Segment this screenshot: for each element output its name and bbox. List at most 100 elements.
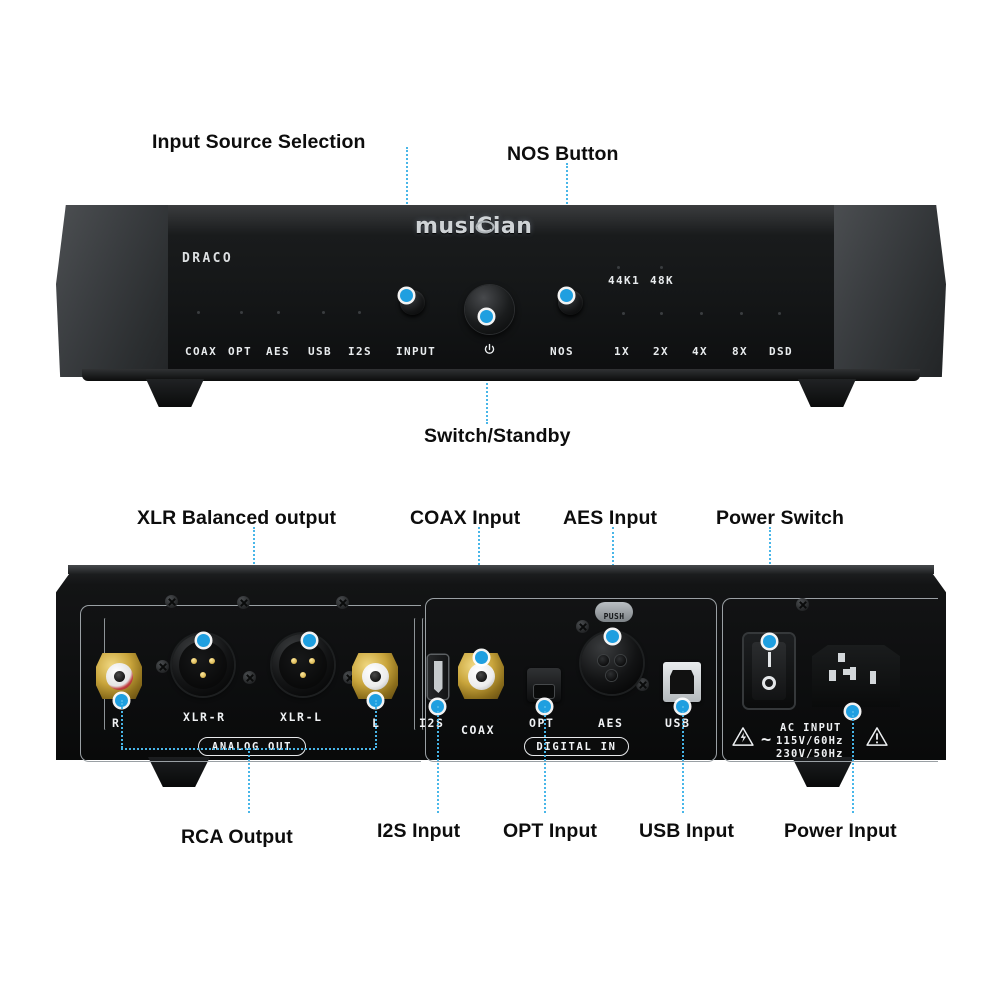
- leader-rca-l: [375, 700, 377, 748]
- front-label-nos: NOS: [550, 345, 575, 358]
- callout-opt-input: OPT Input: [503, 820, 598, 842]
- rear-label-i2s: I2S: [419, 716, 445, 730]
- ac-input-line2: 230V/50Hz: [776, 748, 844, 760]
- led-4x: [700, 312, 703, 315]
- power-input-socket[interactable]: [812, 645, 900, 707]
- callout-usb-input: USB Input: [639, 820, 735, 842]
- anchor-dot-xlr-r: [197, 634, 210, 647]
- rear-label-aes: AES: [598, 716, 624, 730]
- led-opt: [240, 311, 243, 314]
- front-label-8x: 8X: [732, 345, 749, 358]
- callout-i2s-input: I2S Input: [377, 820, 461, 842]
- anchor-dot-coax: [475, 651, 488, 664]
- callout-nos-button: NOS Button: [507, 143, 619, 165]
- model-name: DRACO: [182, 251, 234, 266]
- callout-coax-input: COAX Input: [410, 507, 521, 529]
- xlr-push-latch[interactable]: PUSH: [595, 602, 633, 622]
- callout-xlr-output: XLR Balanced output: [137, 507, 337, 529]
- ac-input-line1: 115V/60Hz: [776, 735, 844, 747]
- rear-label-opt: OPT: [529, 716, 555, 730]
- i2s-input-port[interactable]: [428, 655, 448, 699]
- front-label-1x: 1X: [614, 345, 631, 358]
- rear-label-xlr-l: XLR-L: [280, 710, 323, 724]
- rear-label-coax: COAX: [461, 723, 496, 737]
- power-switch-off-mark: [762, 676, 776, 691]
- leader-rca-r: [121, 700, 123, 748]
- screw-5: [336, 596, 349, 609]
- power-section-outline: [722, 598, 938, 762]
- front-label-usb: USB: [308, 345, 333, 358]
- opt-input-port[interactable]: [527, 668, 561, 702]
- brand-logo: musiCian: [415, 214, 533, 239]
- rear-vent-slot-3: [422, 618, 425, 730]
- front-label-48k: 48K: [650, 274, 675, 287]
- front-panel-unit: [56, 205, 946, 407]
- power-switch-on-mark: [767, 651, 771, 667]
- leader-power-input: [852, 711, 854, 813]
- anchor-dot-power-switch: [763, 635, 776, 648]
- leader-i2s: [437, 706, 439, 813]
- rca-output-right[interactable]: [96, 653, 142, 699]
- anchor-dot-input-source: [400, 289, 413, 302]
- screw-4: [243, 671, 256, 684]
- screw-8: [636, 678, 649, 691]
- rear-top-edge: [68, 565, 934, 574]
- screw-1: [165, 595, 178, 608]
- front-label-2x: 2X: [653, 345, 670, 358]
- screw-2: [156, 660, 169, 673]
- front-bevel-right: [828, 205, 946, 377]
- callout-rca-output: RCA Output: [181, 826, 293, 848]
- front-foot-left: [146, 379, 204, 407]
- led-2x: [660, 312, 663, 315]
- led-44k1: [617, 266, 620, 269]
- screw-7: [576, 620, 589, 633]
- front-base-edge: [82, 369, 920, 381]
- digital-in-group-label: DIGITAL IN: [524, 737, 629, 756]
- led-aes: [277, 311, 280, 314]
- front-label-opt: OPT: [228, 345, 253, 358]
- power-symbol-icon: [484, 343, 495, 354]
- front-label-i2s: I2S: [348, 345, 373, 358]
- front-label-coax: COAX: [185, 345, 218, 358]
- leader-usb: [682, 706, 684, 813]
- anchor-dot-aes: [606, 630, 619, 643]
- caution-warning-icon: [866, 727, 888, 746]
- xlr-output-left[interactable]: [272, 634, 334, 696]
- led-i2s: [358, 311, 361, 314]
- front-label-4x: 4X: [692, 345, 709, 358]
- analog-out-group-label: ANALOG OUT: [198, 737, 306, 756]
- usb-input-port[interactable]: [663, 662, 701, 702]
- ac-wave-symbol: ~: [761, 730, 772, 750]
- high-voltage-warning-icon: [732, 727, 754, 746]
- screw-3: [237, 596, 250, 609]
- callout-aes-input: AES Input: [563, 507, 658, 529]
- power-standby-knob[interactable]: [465, 285, 514, 334]
- analog-section-outline: [80, 605, 421, 762]
- anchor-dot-standby: [480, 310, 493, 323]
- callout-power-input: Power Input: [784, 820, 897, 842]
- rear-label-xlr-r: XLR-R: [183, 710, 226, 724]
- led-8x: [740, 312, 743, 315]
- front-face-sheen: [168, 205, 834, 235]
- front-label-44k1: 44K1: [608, 274, 641, 287]
- screw-9: [796, 598, 809, 611]
- xlr-output-right[interactable]: [172, 634, 234, 696]
- led-48k: [660, 266, 663, 269]
- rca-output-left[interactable]: [352, 653, 398, 699]
- led-dsd: [778, 312, 781, 315]
- rear-vent-slot-2: [414, 618, 417, 730]
- ac-input-title: AC INPUT: [780, 722, 842, 734]
- led-coax: [197, 311, 200, 314]
- rear-label-rca-r: R: [112, 716, 121, 730]
- digital-section-outline: [425, 598, 717, 762]
- leader-xlr-stem: [253, 527, 255, 567]
- front-label-aes: AES: [266, 345, 291, 358]
- callout-switch-standby: Switch/Standby: [424, 425, 571, 447]
- leader-opt: [544, 706, 546, 813]
- front-bevel-left: [56, 205, 174, 377]
- rear-label-usb: USB: [665, 716, 691, 730]
- front-label-input: INPUT: [396, 345, 437, 358]
- led-1x: [622, 312, 625, 315]
- leader-rca-stem: [248, 748, 250, 813]
